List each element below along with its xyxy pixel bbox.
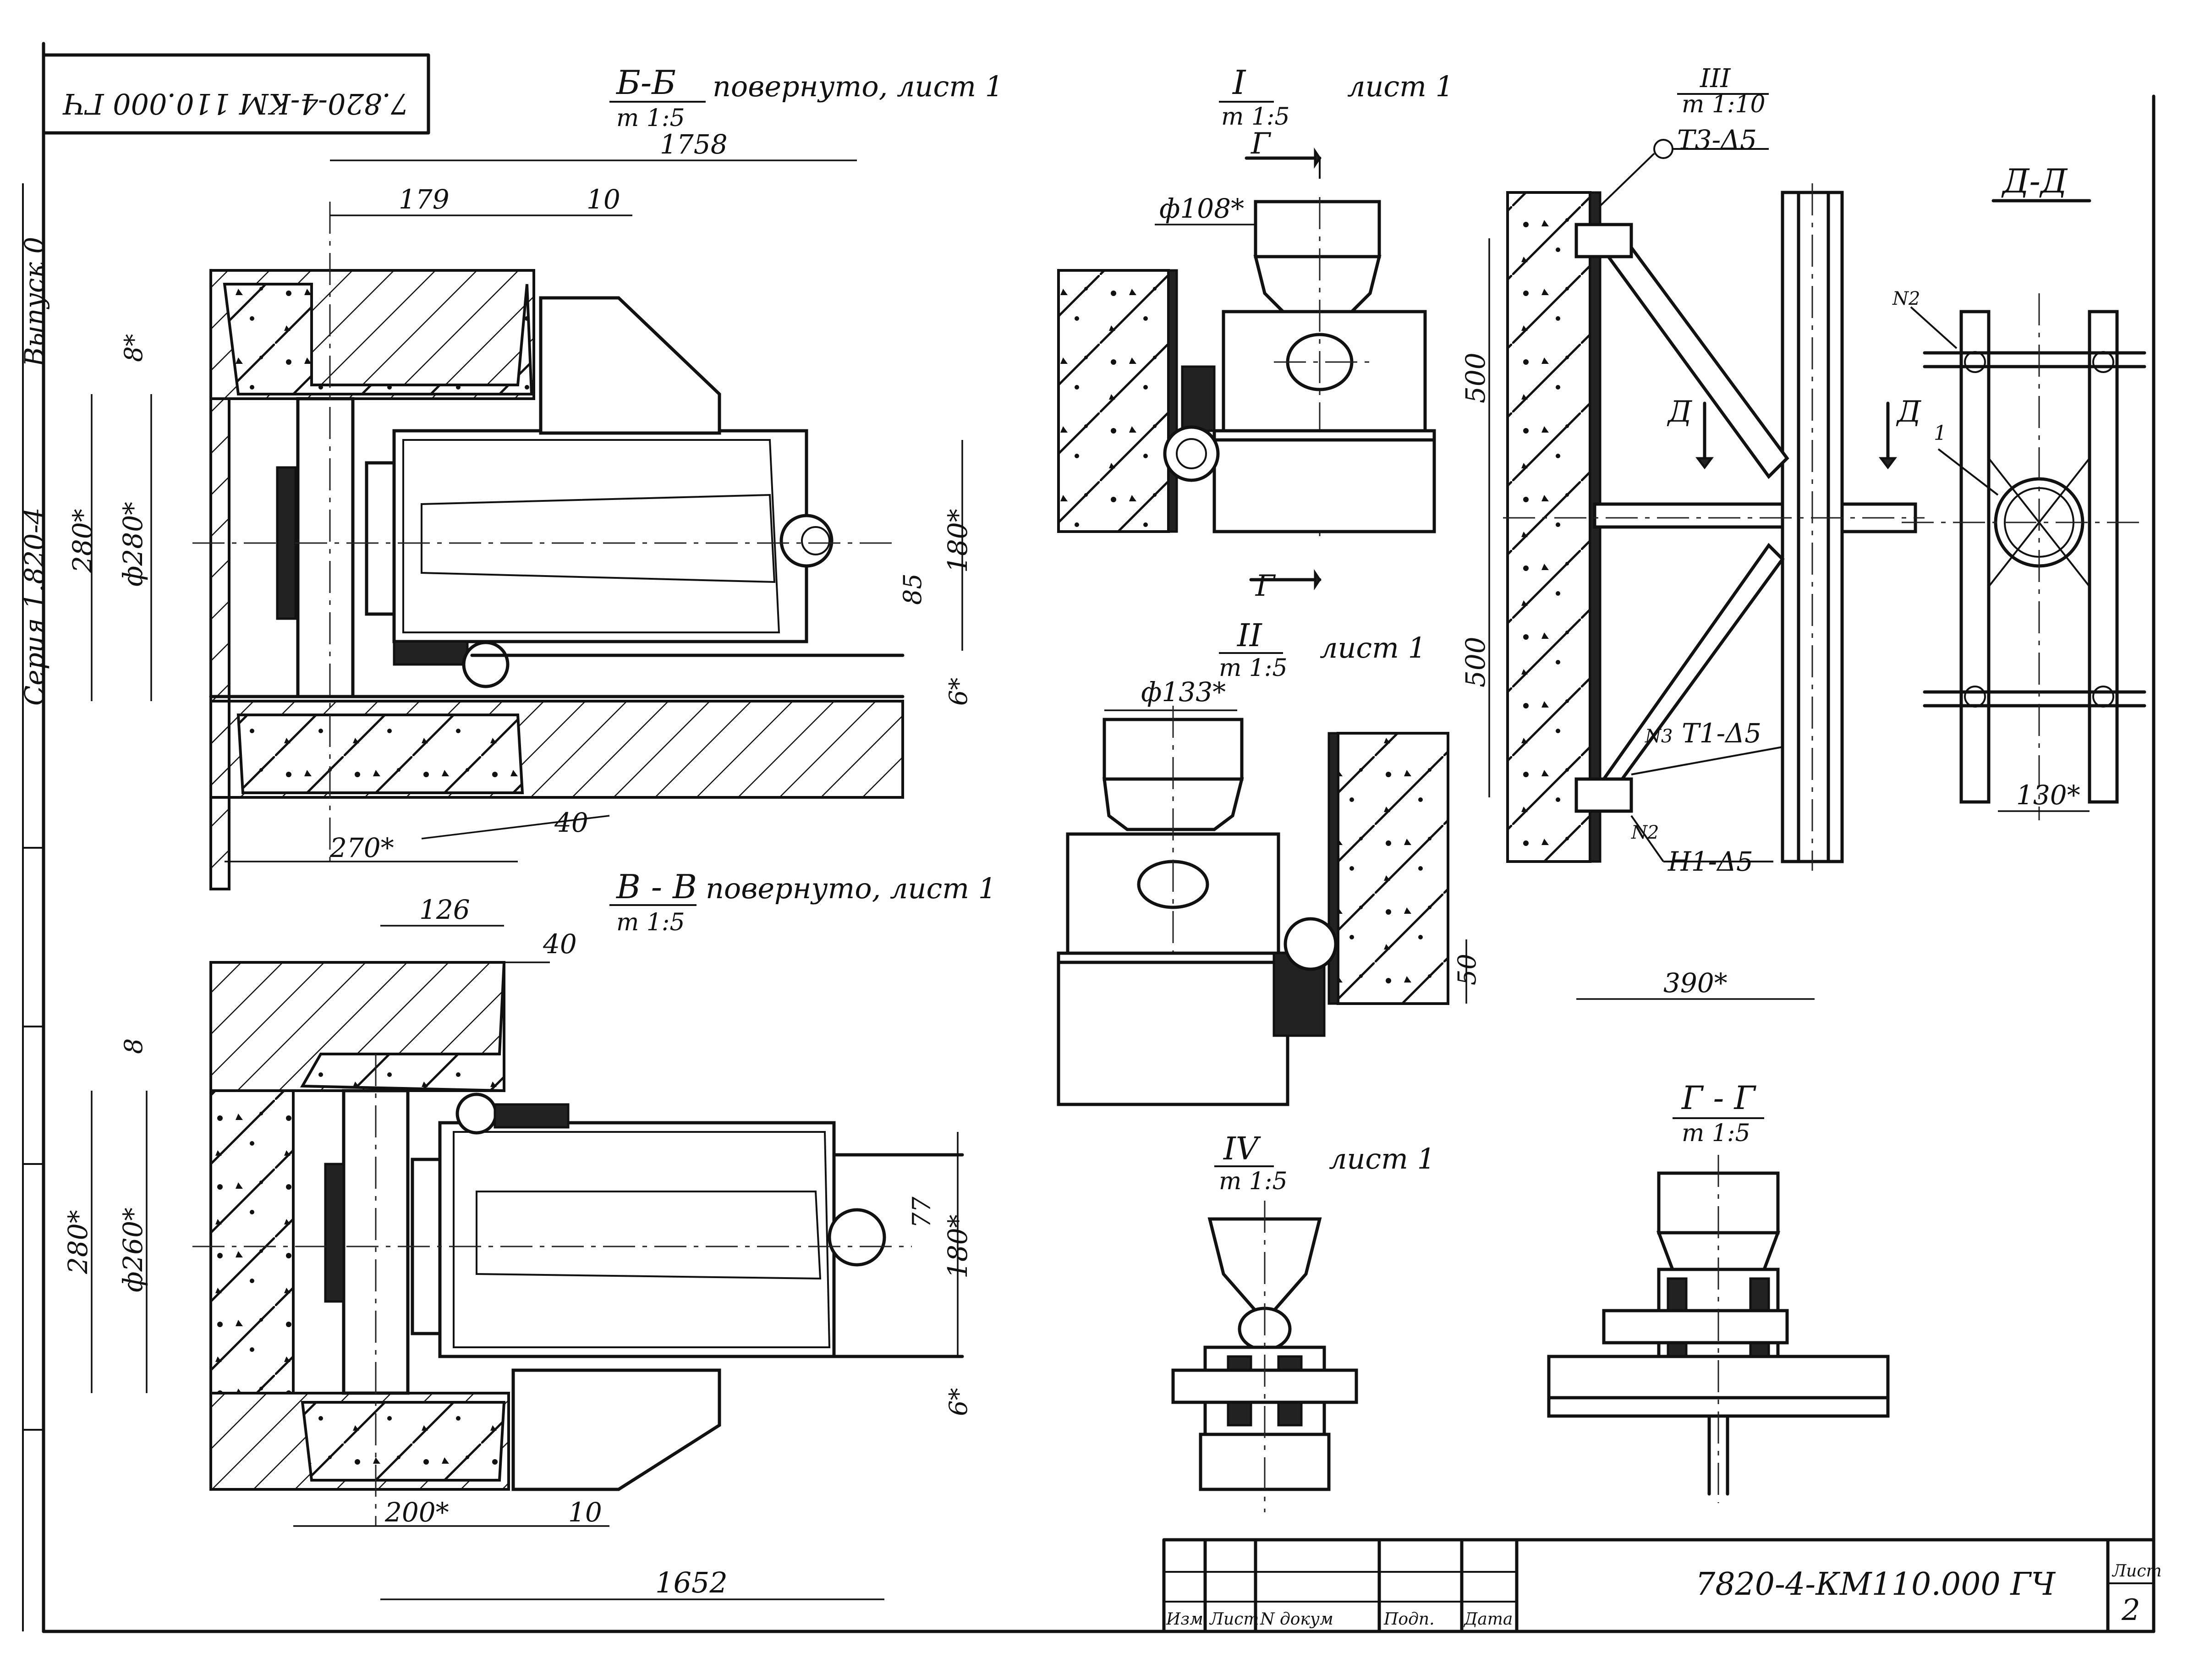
section-bb: Б-Б m 1:5 повернуто, лист 1 (67, 63, 1003, 890)
bb-dim-180: 180* (942, 509, 973, 573)
node-1-scale: m 1:5 (1221, 103, 1290, 131)
vv-dim-8: 8 (119, 1038, 148, 1054)
bb-dim-270: 270* (329, 832, 394, 863)
node-3: III m 1:10 Т3-Δ5 500 500 390* Д Д (1460, 64, 1925, 1000)
title-block-sheet-label: Лист (2112, 1562, 2162, 1581)
vv-dim-200: 200* (384, 1497, 449, 1528)
bb-dim-1758: 1758 (660, 129, 728, 160)
bb-dim-85: 85 (898, 573, 927, 605)
rotated-stamp: 7.820-4-КМ 110.000 ГЧ (42, 53, 430, 135)
node-2: Г II m 1:5 лист 1 ф133* 50 (1057, 569, 1481, 1106)
vv-dim-180: 180* (942, 1214, 973, 1279)
vv-dim-10: 10 (568, 1497, 602, 1528)
node-3-cut-d2: Д (1896, 395, 1921, 429)
bb-dim-dia280: ф280* (117, 502, 148, 587)
vv-dim-40: 40 (543, 928, 577, 960)
title-block-code: 7820-4-КМ110.000 ГЧ (1695, 1566, 2056, 1603)
node-1-note: лист 1 (1347, 70, 1454, 103)
node-3-dim-500a: 500 (1460, 352, 1491, 403)
vv-dim-77: 77 (907, 1197, 936, 1228)
title-col-data: Дата (1463, 1610, 1513, 1629)
node-4-label: IV (1223, 1131, 1261, 1167)
node-2-cut: Г (1255, 569, 1276, 603)
title-block: Изм Лист N докум Подп. Дата 7820-4-КМ110… (1162, 1538, 2162, 1633)
bb-dim-40: 40 (554, 807, 588, 838)
node-3-dim-390: 390* (1663, 967, 1728, 999)
vv-dim-6: 6* (944, 1388, 973, 1416)
section-bb-label: Б-Б (615, 63, 676, 102)
node-2-note: лист 1 (1320, 631, 1426, 664)
bb-dim-179: 179 (399, 184, 450, 215)
node-4-note: лист 1 (1329, 1142, 1435, 1175)
vv-dim-1652: 1652 (655, 1566, 728, 1599)
vv-dim-280: 280* (62, 1210, 93, 1274)
title-col-ndokum: N докум (1260, 1610, 1333, 1629)
title-col-izm: Изм (1166, 1610, 1203, 1629)
node-1-dia108: ф108* (1159, 193, 1244, 224)
node-3-weld-t3: Т3-Δ5 (1677, 124, 1757, 155)
section-bb-scale: m 1:5 (616, 104, 685, 132)
bb-dim-8: 8* (119, 334, 148, 362)
title-col-podp: Подп. (1383, 1610, 1435, 1629)
node-2-dia133: ф133* (1141, 676, 1226, 708)
bb-dim-6: 6* (944, 678, 973, 706)
node-3-weld-n2: N2 (1631, 822, 1659, 843)
node-3-dim-500b: 500 (1460, 637, 1491, 687)
section-dd-n2: N2 (1892, 288, 1920, 309)
section-bb-note: повернуто, лист 1 (713, 70, 1003, 103)
node-2-label: II (1236, 618, 1262, 654)
title-col-list: Лист (1209, 1610, 1259, 1629)
section-dd-dim-130: 130* (2016, 780, 2080, 811)
section-dd: Д-Д N2 1 130* (1892, 162, 2146, 820)
node-3-label: III (1700, 64, 1731, 93)
section-gg-label: Г - Г (1681, 1079, 1757, 1117)
node-4: IV m 1:5 лист 1 (1171, 1131, 1435, 1512)
bb-dim-10: 10 (587, 184, 620, 215)
node-1: I m 1:5 лист 1 Г ф108* (1057, 63, 1454, 536)
node-3-cut-d: Д (1667, 395, 1692, 429)
side-strip-series: Серия 1.820-4 (19, 507, 50, 706)
section-vv-label: В - В (615, 867, 697, 906)
vv-dim-126: 126 (419, 894, 470, 925)
node-2-dim-50: 50 (1453, 954, 1481, 985)
rotated-stamp-code: 7.820-4-КМ 110.000 ГЧ (62, 87, 409, 121)
node-2-scale: m 1:5 (1219, 654, 1288, 682)
node-3-weld-t1: Т1-Δ5 (1682, 718, 1761, 749)
section-vv-scale: m 1:5 (616, 909, 685, 936)
section-gg: Г - Г m 1:5 (1547, 1079, 1890, 1503)
node-1-label: I (1232, 63, 1246, 102)
section-dd-label: Д-Д (2001, 162, 2068, 200)
node-3-weld-n3: N3 (1645, 726, 1673, 747)
side-strip-issue: Выпуск 0 (19, 237, 50, 367)
node-1-cut: Г (1251, 127, 1272, 161)
section-gg-scale: m 1:5 (1682, 1120, 1750, 1147)
node-4-scale: m 1:5 (1219, 1168, 1288, 1195)
node-3-scale: m 1:10 (1682, 91, 1766, 118)
bb-dim-280: 280* (67, 509, 98, 573)
vv-dim-dia260: ф260* (117, 1208, 148, 1292)
title-block-sheet-no: 2 (2121, 1593, 2140, 1627)
section-vv: В - В m 1:5 повернуто, лист 1 126 (62, 867, 996, 1600)
section-vv-note: повернуто, лист 1 (706, 872, 996, 905)
section-dd-one: 1 (1934, 422, 1947, 445)
